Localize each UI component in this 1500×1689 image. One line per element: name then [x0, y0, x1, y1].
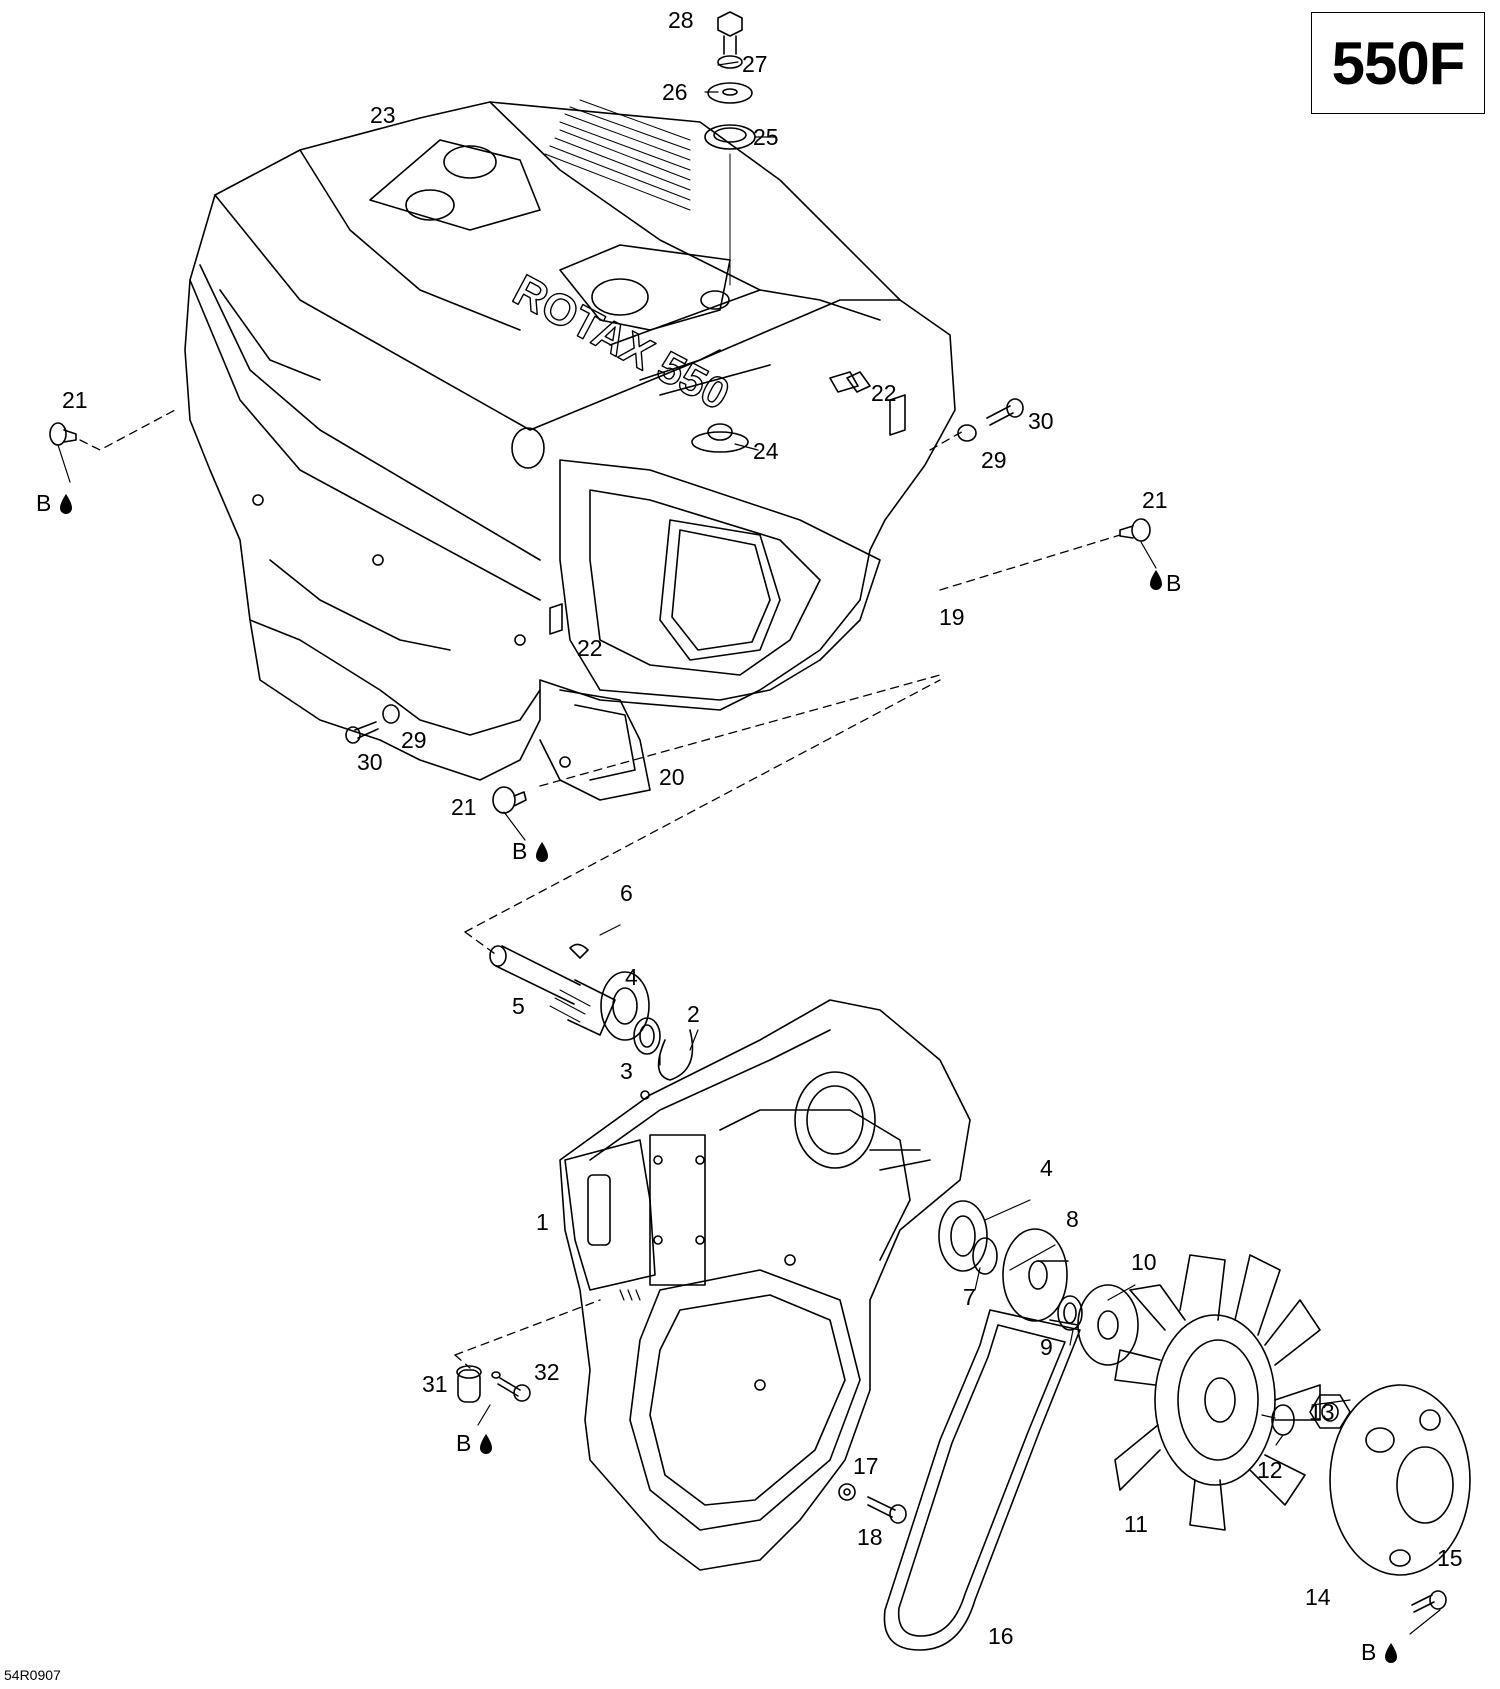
loctite-markers: B B B B B	[36, 490, 1397, 1665]
loctite-b-1: B	[36, 490, 51, 516]
callout-21-right: 21	[1142, 487, 1168, 513]
callout-8: 8	[1066, 1206, 1079, 1232]
shaft-assembly	[489, 943, 694, 1081]
drop-icon	[536, 842, 548, 862]
fan-pulley-stack	[938, 1200, 1139, 1366]
fan-cover-housing	[184, 99, 956, 801]
housing-bolt	[838, 1483, 907, 1524]
drop-icon	[1150, 570, 1162, 590]
upper-screws	[49, 371, 1151, 814]
callout-14: 14	[1305, 1584, 1331, 1610]
loctite-b-3: B	[512, 838, 527, 864]
callout-21-left: 21	[62, 387, 88, 413]
callout-25: 25	[753, 124, 779, 150]
callout-4-fan: 4	[1040, 1155, 1053, 1181]
model-badge-text: 550F	[1331, 29, 1466, 97]
callout-15: 15	[1437, 1545, 1463, 1571]
drop-icon	[60, 494, 72, 514]
callout-24: 24	[753, 438, 779, 464]
callout-11: 11	[1124, 1511, 1148, 1537]
callout-4-shaft: 4	[625, 964, 638, 990]
callout-12: 12	[1257, 1457, 1283, 1483]
callout-28: 28	[668, 7, 694, 33]
callout-22-left: 22	[577, 635, 603, 661]
callout-27: 27	[742, 51, 768, 77]
model-badge: 550F	[1311, 12, 1485, 114]
callout-19: 19	[939, 604, 965, 630]
callout-18: 18	[857, 1524, 883, 1550]
callout-29-right: 29	[981, 447, 1007, 473]
callout-5: 5	[512, 993, 525, 1019]
callout-1: 1	[536, 1209, 549, 1235]
callout-20: 20	[659, 764, 685, 790]
cooling-fan	[1114, 1254, 1321, 1531]
callout-23: 23	[370, 102, 396, 128]
drop-icon	[480, 1434, 492, 1454]
drive-belt	[883, 1309, 1081, 1651]
callout-13: 13	[1309, 1399, 1335, 1425]
callout-22-right: 22	[871, 380, 897, 406]
rotax-logo-text: ROTAX 550	[505, 266, 737, 420]
callout-32: 32	[534, 1359, 560, 1385]
callout-6: 6	[620, 880, 633, 906]
callout-30-right: 30	[1028, 408, 1054, 434]
fan-housing	[559, 999, 971, 1571]
callout-17: 17	[853, 1453, 879, 1479]
callout-31: 31	[422, 1371, 448, 1397]
cable-clip-and-screw	[456, 1365, 531, 1403]
callout-29-left: 29	[401, 727, 427, 753]
callout-16: 16	[988, 1623, 1014, 1649]
drop-icon	[1385, 1643, 1397, 1663]
loctite-b-2: B	[1166, 570, 1181, 596]
callout-7: 7	[963, 1284, 976, 1310]
callout-26: 26	[662, 79, 688, 105]
fan-cap-hardware	[1271, 1384, 1471, 1613]
drawing-reference: 54R0907	[4, 1667, 61, 1683]
callout-9: 9	[1040, 1334, 1053, 1360]
callout-labels: 1 2 3 4 4 5 6 7 8 9 10 11 12 13 14 15 16…	[62, 7, 1463, 1649]
loctite-b-4: B	[456, 1430, 471, 1456]
callout-10: 10	[1131, 1249, 1157, 1275]
callout-30-left: 30	[357, 749, 383, 775]
callout-3: 3	[620, 1058, 633, 1084]
callout-2: 2	[687, 1001, 700, 1027]
loctite-b-5: B	[1361, 1639, 1376, 1665]
callout-21-bottom: 21	[451, 794, 477, 820]
assembly-leader-lines	[79, 409, 1121, 1369]
callout-leaders	[57, 61, 1441, 1635]
